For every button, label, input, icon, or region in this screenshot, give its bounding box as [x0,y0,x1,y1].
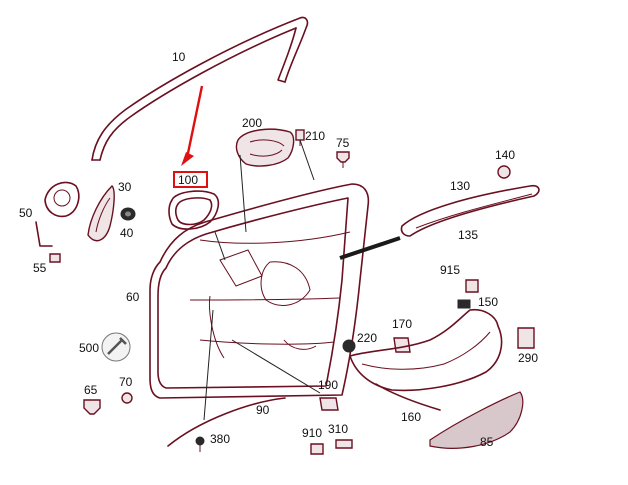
label-70: 70 [119,375,133,389]
pointer-lines [203,139,321,421]
part-190-switch[interactable] [319,397,339,411]
label-310: 310 [328,422,348,436]
part-135-strip[interactable] [339,236,401,260]
part-380-screw[interactable] [195,436,205,452]
label-290: 290 [518,351,538,365]
part-200-inner-handle[interactable] [235,128,295,167]
part-60-door-panel[interactable] [149,183,370,399]
label-170: 170 [392,317,412,331]
label-65: 65 [84,383,98,397]
part-140-cap[interactable] [497,165,511,179]
part-100-trim-frame[interactable] [168,190,220,230]
label-30: 30 [118,180,132,194]
part-55-clip[interactable] [49,253,61,263]
part-70-screw[interactable] [121,392,133,404]
label-220: 220 [357,331,377,345]
part-500-tool-symbol [101,332,131,362]
part-90-cable[interactable] [167,397,286,447]
label-910: 910 [302,426,322,440]
part-170-bracket[interactable] [393,337,411,353]
label-380: 380 [210,432,230,446]
part-75-clip[interactable] [336,151,350,168]
red-arrow [185,85,204,159]
label-150: 150 [478,295,498,309]
red-arrow-head [181,152,194,166]
label-210: 210 [305,129,325,143]
label-55: 55 [33,261,47,275]
highlight-box-100 [173,171,208,188]
label-160: 160 [401,410,421,424]
part-130-sill-trim[interactable] [400,184,540,237]
label-500: 500 [79,341,99,355]
part-310-clip[interactable] [335,439,353,449]
label-75: 75 [336,136,350,150]
label-40: 40 [120,226,134,240]
label-130: 130 [450,179,470,193]
part-910-clip[interactable] [310,443,324,455]
part-labels: 10 100 200 210 75 30 40 50 55 60 500 65 … [19,50,538,449]
part-10-window-molding[interactable] [91,16,309,161]
part-210-screw[interactable] [295,129,305,146]
part-150-clip[interactable] [457,299,471,309]
part-50-speaker-bracket[interactable] [35,181,80,247]
label-135: 135 [458,228,478,242]
part-160-armrest-trim[interactable] [349,308,503,411]
label-90: 90 [256,403,270,417]
part-40-grommet[interactable] [120,207,136,221]
highlight-indicator [173,85,208,188]
part-85-speaker-grille[interactable] [429,391,524,449]
label-10: 10 [172,50,186,64]
label-190: 190 [318,378,338,392]
label-915: 915 [440,263,460,277]
part-290-holder[interactable] [517,327,535,349]
part-915-clip[interactable] [465,279,479,293]
part-65-clip[interactable] [83,399,101,415]
part-220-knob[interactable] [342,339,356,353]
label-200: 200 [242,116,262,130]
label-140: 140 [495,148,515,162]
label-85: 85 [480,435,494,449]
label-50: 50 [19,206,33,220]
label-100: 100 [178,173,198,187]
part-30-mirror-cover[interactable] [87,185,115,242]
label-60: 60 [126,290,140,304]
